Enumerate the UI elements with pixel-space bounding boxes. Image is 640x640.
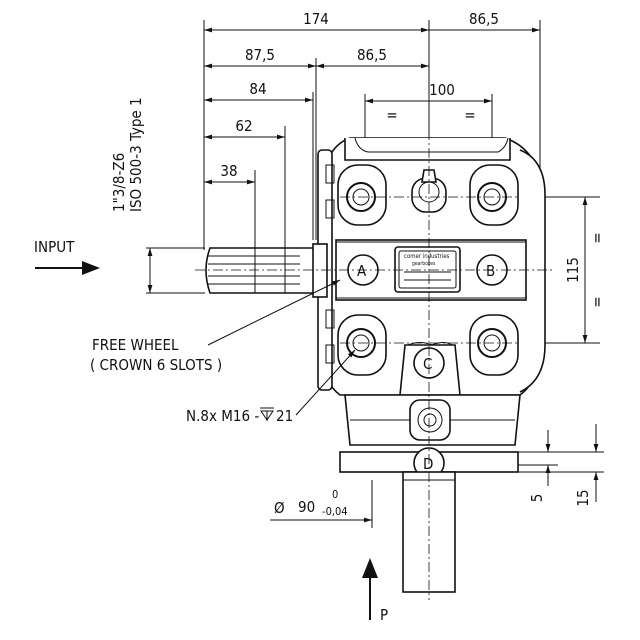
diameter-value: 90: [298, 498, 315, 516]
shaft-d-label: D: [423, 455, 433, 473]
dim-right-offset: 86,5: [469, 10, 499, 28]
dim-15: 15: [574, 489, 592, 506]
spline-spec-line2: ISO 500-3 Type 1: [127, 97, 145, 212]
dim-38: 38: [220, 162, 237, 180]
dimension-lines: [147, 27, 599, 523]
dim-left-half: 87,5: [245, 46, 275, 64]
dim-overall-width: 174: [303, 10, 329, 28]
bolt-depth-label: 21: [276, 407, 293, 425]
tolerance-lower: -0,04: [322, 505, 348, 518]
input-arrow: [35, 261, 100, 275]
dim-equal-bottom: =: [588, 296, 606, 307]
dim-84: 84: [249, 80, 266, 98]
output-arrow: [362, 558, 378, 620]
center-lines: [195, 130, 555, 600]
input-label: INPUT: [34, 238, 75, 256]
shaft-a-label: A: [357, 262, 367, 280]
gearbox-body: [317, 137, 546, 593]
dim-equal-top: =: [588, 232, 606, 243]
output-p-label: P: [380, 606, 388, 624]
bolts-spec-label: N.8x M16 -: [186, 407, 259, 425]
crown-slots-label: ( CROWN 6 SLOTS ): [90, 356, 222, 374]
shaft-c-label: C: [423, 355, 432, 373]
dim-equal-right: =: [464, 106, 475, 124]
logo-brand-line2: gearboxes: [412, 261, 436, 267]
spline-spec-line1: 1"3/8-Z6: [110, 153, 128, 212]
free-wheel-label: FREE WHEEL: [92, 336, 179, 354]
input-shaft: [205, 243, 328, 298]
dim-equal-left: =: [386, 106, 397, 124]
tolerance-upper: 0: [332, 488, 338, 501]
shaft-b-label: B: [486, 262, 495, 280]
depth-symbol-icon: [260, 407, 274, 421]
dim-100: 100: [429, 81, 455, 99]
logo-brand-line1: comer industries: [404, 253, 450, 260]
diameter-symbol: Ø: [274, 499, 285, 517]
dimension-texts: 174 86,5 87,5 86,5 84 62 38 100 = = 115 …: [220, 10, 606, 518]
dim-115: 115: [564, 257, 582, 283]
leader-lines: [207, 279, 356, 416]
label-texts: INPUT 1"3/8-Z6 ISO 500-3 Type 1 FREE WHE…: [34, 97, 495, 624]
dim-right-half: 86,5: [357, 46, 387, 64]
dim-62: 62: [235, 117, 252, 135]
dim-5: 5: [528, 494, 546, 503]
